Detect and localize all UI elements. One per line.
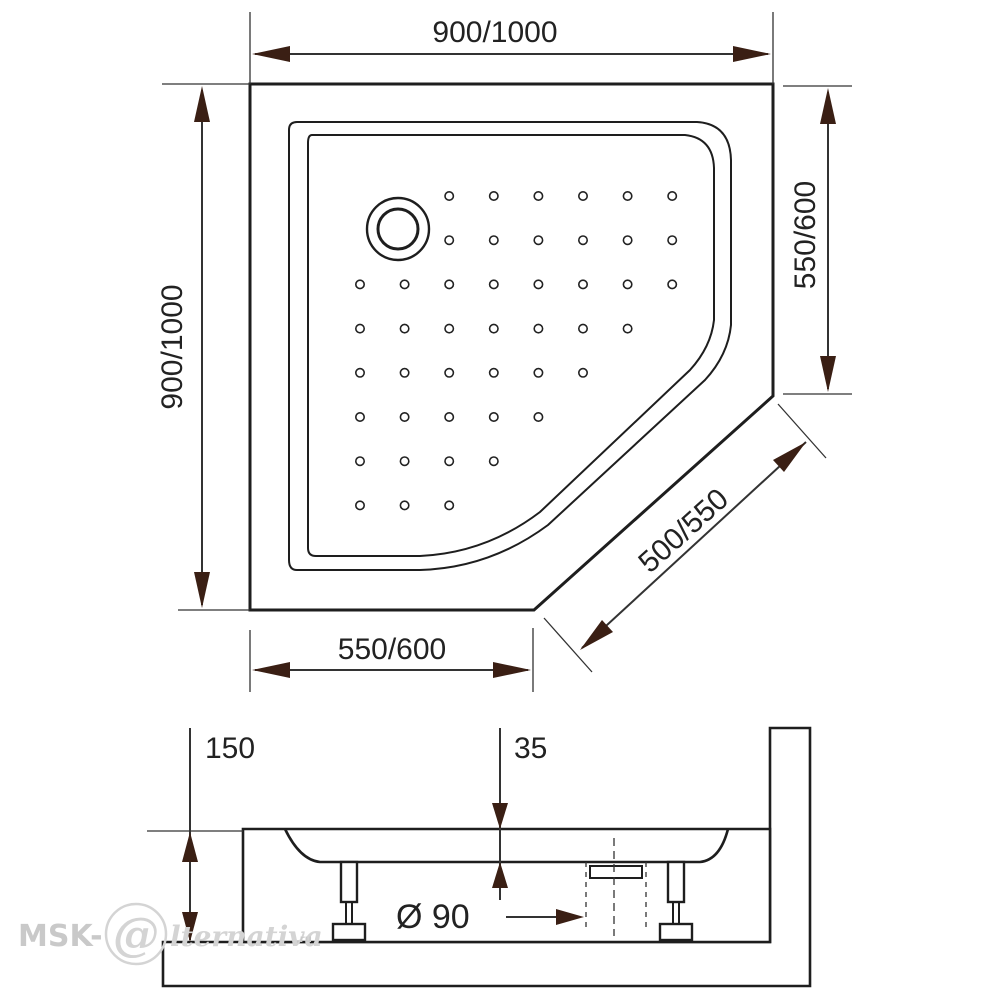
arrow-icon [182, 832, 198, 862]
drain-siphon [585, 838, 647, 936]
left-leg [331, 860, 367, 942]
anti-slip-dot [444, 411, 455, 422]
anti-slip-dot [354, 411, 365, 422]
arrow-icon [194, 572, 210, 608]
anti-slip-dot [399, 456, 410, 467]
anti-slip-dot [399, 411, 410, 422]
watermark-suffix: lternativa [170, 920, 323, 953]
tray-rim-inner [307, 134, 715, 557]
anti-slip-dot [533, 323, 544, 334]
anti-slip-dot [488, 367, 499, 378]
anti-slip-dot [488, 456, 499, 467]
anti-slip-dot [444, 323, 455, 334]
anti-slip-dot [488, 191, 499, 202]
anti-slip-dot [444, 456, 455, 467]
anti-slip-dot [354, 456, 365, 467]
anti-slip-dot [444, 235, 455, 246]
arrow-icon [580, 620, 613, 650]
watermark-domain: .ru [296, 934, 312, 945]
arrow-icon [182, 912, 198, 942]
drain-inner-circle [376, 207, 420, 251]
left-height-label: 900/1000 [156, 284, 189, 409]
anti-slip-dot [533, 279, 544, 290]
arrow-icon [493, 662, 531, 678]
anti-slip-dot [488, 235, 499, 246]
dimension-left-height: 900/1000 [156, 83, 250, 611]
anti-slip-dot [622, 191, 633, 202]
arrow-icon [773, 442, 806, 472]
anti-slip-dot [622, 279, 633, 290]
dimension-top-width: 900/1000 [249, 12, 774, 84]
tray-depth-label: 35 [514, 732, 547, 765]
dimension-right-side: 550/600 [783, 85, 852, 395]
arrow-icon [194, 86, 210, 122]
anti-slip-dot [533, 191, 544, 202]
anti-slip-dot [444, 279, 455, 290]
anti-slip-dot [533, 411, 544, 422]
tray-rim-outer [288, 121, 732, 571]
anti-slip-dot [399, 500, 410, 511]
anti-slip-dot [577, 279, 588, 290]
drain-diameter-label: Ø 90 [396, 898, 470, 936]
arrow-icon [252, 662, 290, 678]
arrow-icon [820, 356, 836, 392]
arrow-icon [492, 803, 508, 829]
anti-slip-dot [533, 367, 544, 378]
arrow-icon [733, 46, 771, 62]
arrow-icon [252, 46, 290, 62]
anti-slip-dot [488, 323, 499, 334]
anti-slip-dot [488, 411, 499, 422]
anti-slip-dot [667, 235, 678, 246]
anti-slip-dot [354, 500, 365, 511]
anti-slip-dot [577, 367, 588, 378]
anti-slip-dot [399, 367, 410, 378]
dimension-total-height: 150 [147, 728, 255, 942]
basin-profile [283, 828, 730, 864]
watermark: MSK- @ lternativa .ru [18, 902, 323, 966]
drain-outer-circle [365, 196, 431, 262]
arrow-icon [820, 88, 836, 124]
anti-slip-dot [354, 323, 365, 334]
anti-slip-dot [622, 323, 633, 334]
right-leg [658, 860, 694, 942]
anti-slip-dot [577, 235, 588, 246]
anti-slip-dots [354, 191, 678, 511]
anti-slip-dot [577, 323, 588, 334]
tray-outline-top [248, 82, 775, 612]
anti-slip-dot [399, 279, 410, 290]
watermark-at: @ [113, 907, 159, 961]
anti-slip-dot [444, 500, 455, 511]
anti-slip-dot [622, 235, 633, 246]
anti-slip-dot [354, 367, 365, 378]
dimension-bottom-side: 550/600 [249, 628, 534, 692]
anti-slip-dot [354, 279, 365, 290]
arrow-icon [492, 862, 508, 888]
dimension-tray-depth: 35 [492, 728, 547, 900]
top-width-label: 900/1000 [432, 16, 557, 49]
right-side-label: 550/600 [789, 181, 822, 289]
anti-slip-dot [488, 279, 499, 290]
arrow-icon [556, 909, 584, 925]
anti-slip-dot [399, 323, 410, 334]
anti-slip-dot [444, 367, 455, 378]
anti-slip-dot [577, 191, 588, 202]
anti-slip-dot [533, 235, 544, 246]
anti-slip-dot [444, 191, 455, 202]
bottom-side-label: 550/600 [338, 633, 446, 666]
drain-diameter-note: Ø 90 [396, 898, 584, 936]
watermark-prefix: MSK- [18, 919, 103, 954]
top-view [248, 82, 775, 612]
total-height-label: 150 [205, 732, 255, 765]
side-view: 150 35 Ø 90 [147, 726, 812, 988]
anti-slip-dot [667, 279, 678, 290]
anti-slip-dot [667, 191, 678, 202]
